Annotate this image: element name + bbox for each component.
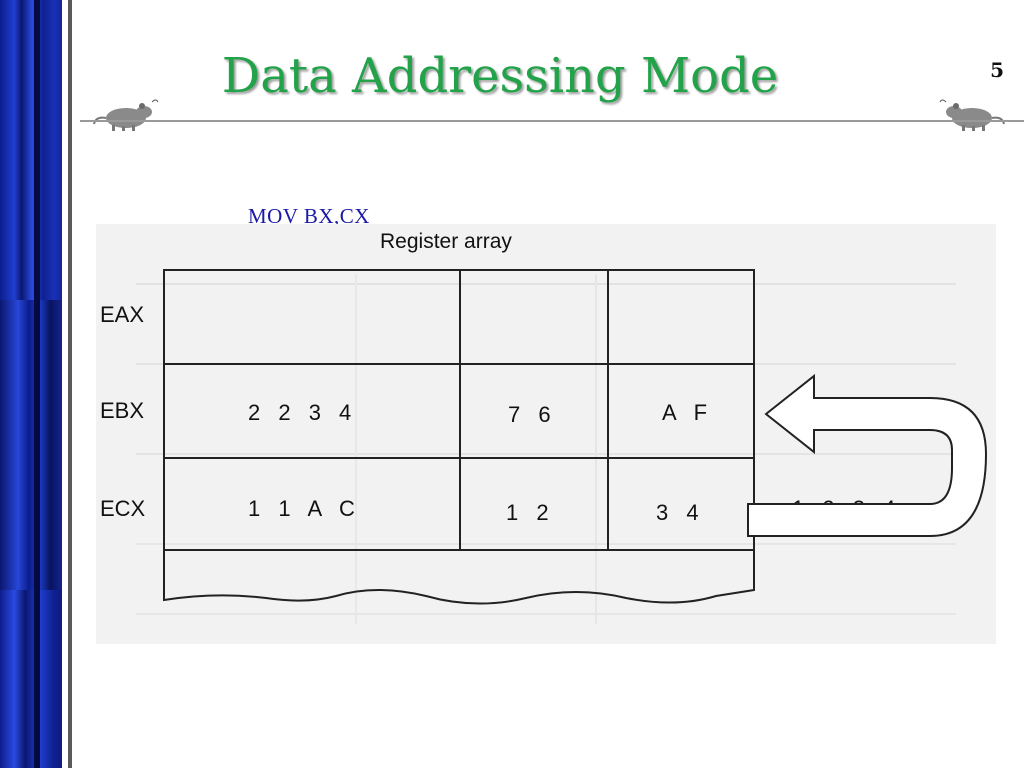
register-array-header: Register array <box>380 230 512 253</box>
slide-number: 5 <box>990 58 1004 82</box>
rat-mascot-icon <box>939 99 1005 131</box>
title-divider <box>80 120 1024 122</box>
ecx-ch-byte: 1 2 <box>506 500 555 525</box>
ecx-high-word: 1 1 A C <box>248 496 361 521</box>
register-label-ecx: ECX <box>100 496 146 521</box>
register-array-figure: Register array EAX EBX ECX 2 2 3 4 7 6 A… <box>96 224 996 644</box>
register-label-ebx: EBX <box>100 398 144 423</box>
ebx-bh-byte: 7 6 <box>508 402 557 427</box>
register-label-eax: EAX <box>100 302 144 327</box>
ebx-bl-byte: A F <box>662 400 713 425</box>
rat-mascot-icon <box>93 99 159 131</box>
ebx-high-word: 2 2 3 4 <box>248 400 357 425</box>
copy-arrow-icon <box>747 373 988 537</box>
ecx-cl-byte: 3 4 <box>656 500 705 525</box>
slide-title: Data Addressing Mode <box>221 48 779 104</box>
register-table <box>163 269 755 605</box>
left-decorative-bar <box>0 0 72 768</box>
scan-bleed-through <box>96 224 996 644</box>
